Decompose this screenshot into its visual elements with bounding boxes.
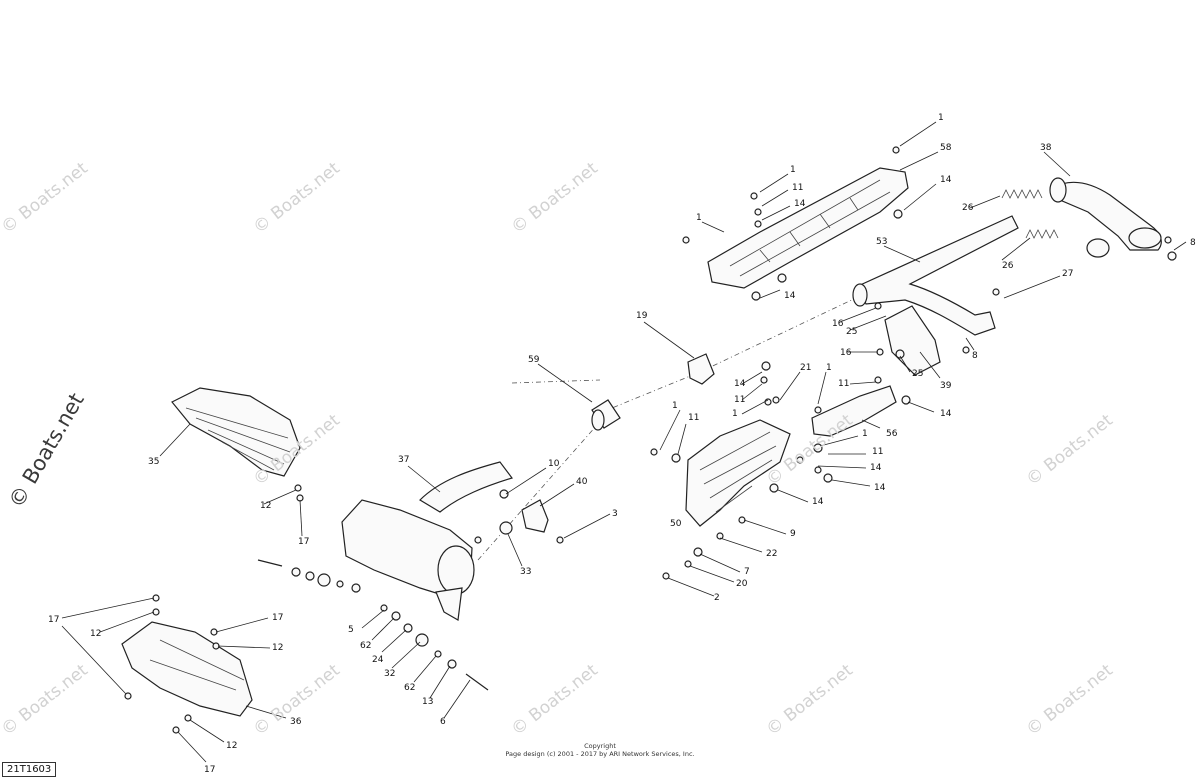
callout-number-50: 50 [670, 519, 682, 529]
callout-number-26: 26 [1002, 261, 1014, 271]
assembly-axis-line-lower [511, 379, 601, 384]
callout-number-11: 11 [838, 379, 849, 389]
callout-number-14: 14 [870, 463, 882, 473]
gasket-ring [1086, 238, 1110, 258]
heat-shield-small [811, 385, 897, 437]
callout-number-14: 14 [784, 291, 796, 301]
callout-number-14: 14 [734, 379, 746, 389]
callout-number-22: 22 [766, 549, 777, 559]
callout-number-14: 14 [794, 199, 806, 209]
callout-number-14: 14 [940, 409, 952, 419]
callout-leaders [61, 121, 1187, 763]
callout-number-33: 33 [520, 567, 531, 577]
callout-number-25: 25 [912, 369, 923, 379]
grommet [499, 521, 513, 535]
callout-number-38: 38 [1040, 143, 1052, 153]
callout-number-62: 62 [360, 641, 371, 651]
callout-number-13: 13 [422, 697, 433, 707]
callout-number-58: 58 [940, 143, 952, 153]
muffler-shield-lower [121, 621, 253, 717]
callout-number-1: 1 [826, 363, 832, 373]
callout-number-7: 7 [744, 567, 750, 577]
callout-number-16: 16 [832, 319, 844, 329]
callout-number-9: 9 [790, 529, 796, 539]
copyright-notice: Copyright Page design (c) 2001 - 2017 by… [470, 742, 730, 758]
callout-number-17: 17 [48, 615, 59, 625]
heat-guard-middle [884, 305, 941, 376]
exhaust-pipe [852, 215, 1019, 336]
callout-number-12: 12 [260, 501, 271, 511]
callout-number-14: 14 [812, 497, 824, 507]
callout-number-20: 20 [736, 579, 748, 589]
callout-number-5: 5 [348, 625, 354, 635]
callout-number-12: 12 [226, 741, 237, 751]
spring-bottom [1025, 229, 1059, 239]
callout-number-35: 35 [148, 457, 159, 467]
exhaust-manifold [1049, 177, 1162, 251]
callout-number-1: 1 [696, 213, 702, 223]
callout-number-19: 19 [636, 311, 648, 321]
callout-number-10: 10 [548, 459, 560, 469]
callout-labels: 1581111414114382626853271625162539819591… [48, 113, 1196, 775]
callout-number-2: 2 [714, 593, 720, 603]
muffler [341, 461, 513, 621]
callout-number-56: 56 [886, 429, 898, 439]
heat-shield-large [685, 419, 791, 527]
callout-number-12: 12 [90, 629, 101, 639]
callout-number-1: 1 [732, 409, 738, 419]
coupler-sleeve [591, 399, 621, 431]
callout-number-17: 17 [298, 537, 309, 547]
callout-number-62: 62 [404, 683, 415, 693]
callout-number-17: 17 [204, 765, 215, 775]
callout-number-8: 8 [972, 351, 978, 361]
callout-number-1: 1 [938, 113, 944, 123]
callout-number-36: 36 [290, 717, 302, 727]
callout-number-14: 14 [874, 483, 886, 493]
callout-number-1: 1 [790, 165, 796, 175]
heat-shield-left [171, 387, 301, 477]
callout-number-8: 8 [1190, 238, 1196, 248]
mount-bracket [521, 499, 549, 533]
diagram-code: 21T1603 [2, 762, 57, 777]
callout-number-26: 26 [962, 203, 974, 213]
callout-number-24: 24 [372, 655, 384, 665]
callout-number-6: 6 [440, 717, 446, 727]
callout-number-11: 11 [734, 395, 745, 405]
callout-number-39: 39 [940, 381, 952, 391]
callout-number-3: 3 [612, 509, 618, 519]
callout-number-17: 17 [272, 613, 283, 623]
callout-number-1: 1 [672, 401, 678, 411]
heat-shield-upper [707, 167, 909, 289]
callout-number-40: 40 [576, 477, 588, 487]
callout-number-32: 32 [384, 669, 395, 679]
copyright-line: Page design (c) 2001 - 2017 by ARI Netwo… [505, 750, 695, 758]
callout-number-11: 11 [792, 183, 803, 193]
callout-number-21: 21 [800, 363, 811, 373]
spring-top [1001, 189, 1043, 199]
callout-number-25: 25 [846, 327, 857, 337]
assembly-axis-line [477, 221, 1001, 561]
callout-number-16: 16 [840, 348, 852, 358]
callout-number-53: 53 [876, 237, 887, 247]
callout-number-1: 1 [862, 429, 868, 439]
callout-number-37: 37 [398, 455, 409, 465]
callout-number-59: 59 [528, 355, 540, 365]
callout-number-12: 12 [272, 643, 283, 653]
callout-number-27: 27 [1062, 269, 1073, 279]
exhaust-clamp [687, 353, 715, 385]
callout-number-11: 11 [872, 447, 883, 457]
copyright-title: Copyright [584, 742, 616, 750]
callout-number-14: 14 [940, 175, 952, 185]
callout-number-11: 11 [688, 413, 699, 423]
